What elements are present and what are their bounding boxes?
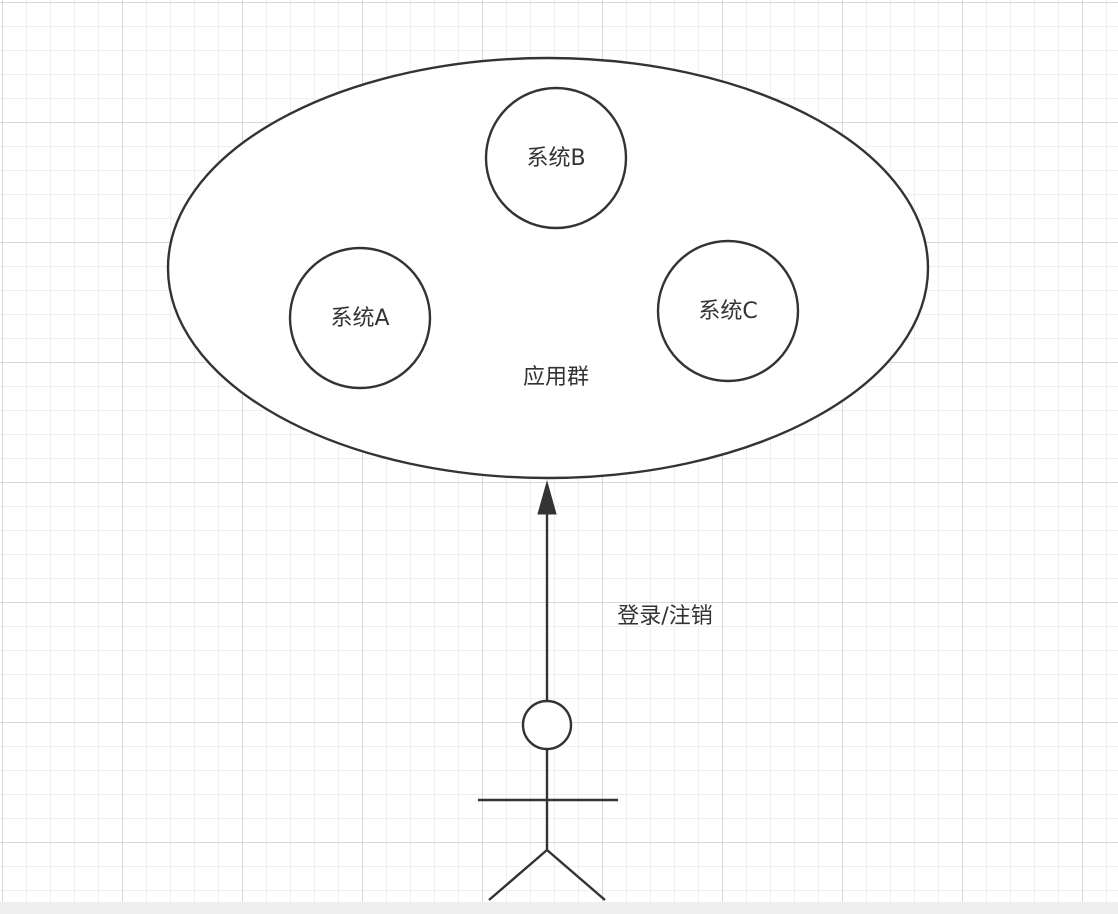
edge-label: 登录/注销 [617, 604, 712, 629]
system-c-label: 系统C [698, 299, 757, 324]
actor-head [521, 699, 573, 751]
system-a-node[interactable]: 系统A [288, 246, 432, 390]
login-logout-edge[interactable] [537, 480, 557, 700]
bottom-strip [0, 902, 1118, 914]
system-b-circle [484, 86, 628, 230]
actor-right-leg [546, 849, 606, 901]
system-c-node[interactable]: 系统C [656, 239, 800, 383]
system-c-circle [656, 239, 800, 383]
system-b-node[interactable]: 系统B [484, 86, 628, 230]
cluster-label: 应用群 [523, 365, 589, 390]
edge-arrowhead [537, 480, 557, 515]
system-a-label: 系统A [330, 306, 389, 331]
system-b-label: 系统B [526, 146, 585, 171]
user-actor[interactable] [478, 699, 618, 901]
system-a-circle [288, 246, 432, 390]
actor-left-leg [488, 849, 548, 901]
